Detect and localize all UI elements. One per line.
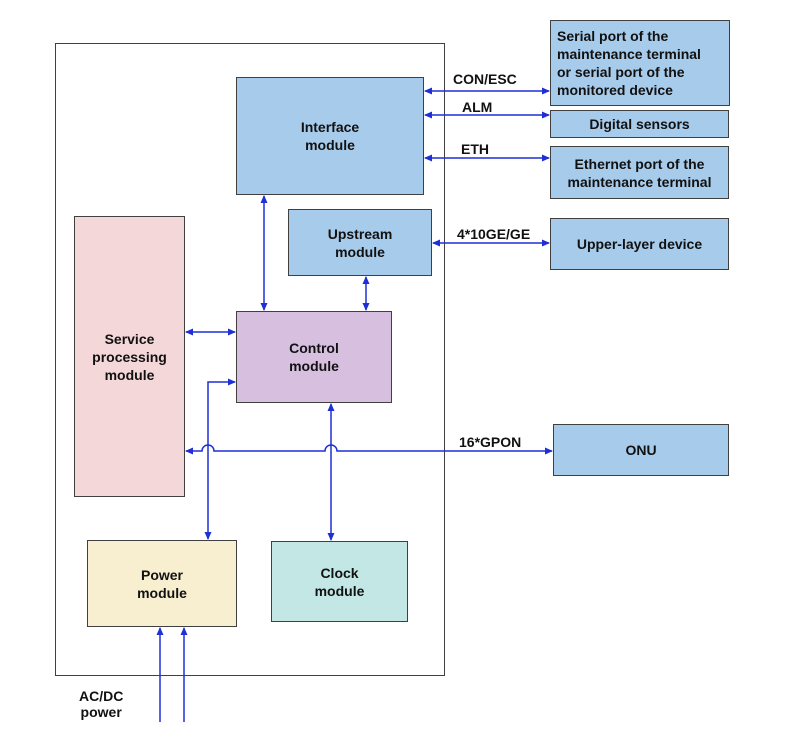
interface-module-label: Interface module — [300, 119, 360, 153]
serial-port-label: Serial port of the maintenance terminal … — [557, 28, 701, 98]
digital-sensors-label: Digital sensors — [589, 116, 690, 132]
service-processing-module: Service processing module — [74, 216, 185, 497]
control-module-label: Control module — [289, 340, 339, 374]
gpon-connector — [185, 444, 553, 455]
interface-module: Interface module — [236, 77, 424, 195]
serial-port-box: Serial port of the maintenance terminal … — [550, 20, 730, 106]
power-control-connector — [204, 378, 236, 540]
power-input-label: AC/DC power — [79, 688, 124, 720]
power-module: Power module — [87, 540, 237, 627]
eth-label: ETH — [461, 141, 489, 157]
power-module-label: Power module — [137, 566, 187, 601]
upper-layer-device-label: Upper-layer device — [576, 236, 703, 252]
upstream-module-label: Upstream module — [327, 225, 393, 260]
service-processing-module-label: Service processing module — [92, 330, 167, 383]
ethernet-port-box: Ethernet port of the maintenance termina… — [550, 146, 729, 199]
alm-label: ALM — [462, 99, 493, 115]
clock-module: Clock module — [271, 541, 408, 622]
digital-sensors-box: Digital sensors — [550, 110, 729, 138]
upper-layer-device-box: Upper-layer device — [550, 218, 729, 270]
gpon-label: 16*GPON — [459, 434, 522, 450]
control-module: Control module — [236, 311, 392, 403]
upstream-module: Upstream module — [288, 209, 432, 276]
onu-label: ONU — [625, 442, 657, 458]
clock-module-label: Clock module — [314, 564, 365, 599]
con-esc-label: CON/ESC — [453, 71, 517, 87]
ethernet-port-label: Ethernet port of the maintenance termina… — [567, 155, 712, 190]
device-frame — [55, 43, 445, 676]
uplink-label: 4*10GE/GE — [457, 226, 531, 242]
onu-box: ONU — [553, 424, 729, 476]
